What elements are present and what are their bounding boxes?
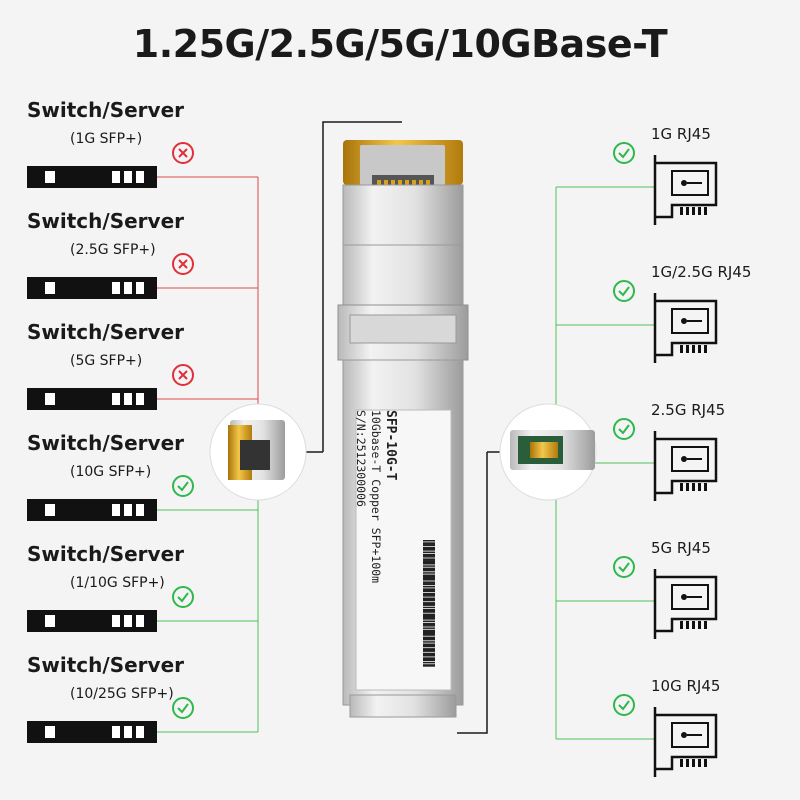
sfp-module: [337, 140, 469, 718]
sfp-port-icon: [27, 721, 157, 743]
right-port-label: 5G RJ45: [651, 539, 711, 557]
left-device-spec: (10G SFP+): [70, 464, 152, 480]
page-title: 1.25G/2.5G/5G/10GBase-T: [132, 22, 668, 66]
right-port-label: 2.5G RJ45: [651, 401, 726, 419]
left-device-name: Switch/Server: [27, 320, 184, 344]
sfp-port-icon: [27, 499, 157, 521]
nic-card-icon: [653, 569, 718, 639]
nic-card-icon: [653, 707, 718, 777]
module-desc: 10Gbase-T Copper SFP+100m: [369, 410, 383, 584]
check-circle-icon: [613, 142, 635, 164]
check-circle-icon: [172, 586, 194, 608]
nic-card-icon: [653, 293, 718, 363]
left-device-name: Switch/Server: [27, 98, 184, 122]
check-circle-icon: [613, 556, 635, 578]
module-label: SFP-10G-T 10Gbase-T Copper SFP+100m S/N:…: [353, 410, 398, 583]
left-device-spec: (1G SFP+): [70, 131, 143, 147]
left-zoom-circle: [209, 403, 307, 501]
sfp-port-icon: [27, 166, 157, 188]
right-port-label: 10G RJ45: [651, 677, 721, 695]
left-device-spec: (1/10G SFP+): [70, 575, 165, 591]
module-serial: S/N:2512300006: [354, 410, 368, 507]
x-circle-icon: [172, 142, 194, 164]
left-device-name: Switch/Server: [27, 209, 184, 233]
check-circle-icon: [172, 697, 194, 719]
connector-lines: [157, 121, 655, 740]
nic-card-icon: [653, 431, 718, 501]
module-model: SFP-10G-T: [383, 410, 398, 481]
left-device-spec: (10/25G SFP+): [70, 686, 174, 702]
nic-card-icon: [653, 155, 718, 225]
x-circle-icon: [172, 364, 194, 386]
x-circle-icon: [172, 253, 194, 275]
left-device-spec: (2.5G SFP+): [70, 242, 156, 258]
check-circle-icon: [613, 280, 635, 302]
sfp-port-icon: [27, 610, 157, 632]
left-device-spec: (5G SFP+): [70, 353, 143, 369]
check-circle-icon: [613, 418, 635, 440]
left-device-name: Switch/Server: [27, 431, 184, 455]
right-port-label: 1G RJ45: [651, 125, 711, 143]
sfp-port-icon: [27, 388, 157, 410]
left-device-name: Switch/Server: [27, 653, 184, 677]
bottom-bracket-line: [457, 451, 500, 734]
top-bracket-line: [322, 121, 402, 452]
right-zoom-circle: [499, 403, 597, 501]
check-circle-icon: [172, 475, 194, 497]
sfp-port-icon: [27, 277, 157, 299]
left-device-name: Switch/Server: [27, 542, 184, 566]
check-circle-icon: [613, 694, 635, 716]
right-port-label: 1G/2.5G RJ45: [651, 263, 752, 281]
